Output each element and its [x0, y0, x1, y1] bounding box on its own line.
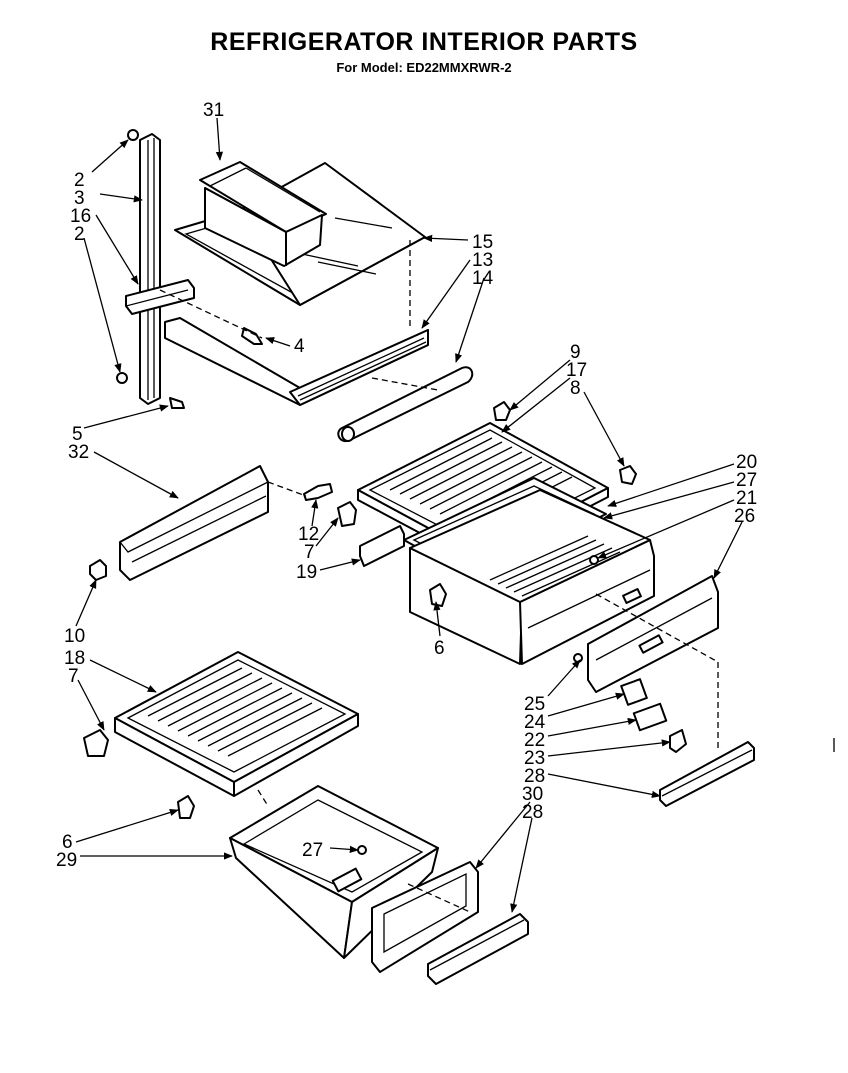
callout-13: 13	[472, 250, 493, 271]
callout-6: 6	[434, 638, 445, 659]
callout-15: 15	[472, 232, 493, 253]
lower-shelf-part	[164, 317, 429, 406]
callout-2: 2	[74, 170, 85, 191]
screw-part-21	[589, 555, 599, 565]
callout-4: 4	[294, 336, 305, 357]
callout-14: 14	[472, 268, 494, 289]
bottom-crisper-trim-part	[427, 913, 529, 985]
bottom-crisper-face-part	[371, 861, 479, 973]
callout-9: 9	[570, 342, 581, 363]
crisper-rail-part	[359, 525, 405, 567]
clip-part-8	[619, 465, 637, 485]
callout-26: 26	[734, 506, 755, 527]
model-subtitle: For Model: ED22MMXRWR-2	[336, 60, 512, 75]
callout-31: 31	[203, 100, 224, 121]
trim-tube-part	[337, 366, 474, 443]
door-bin-part	[199, 161, 327, 267]
callout-7: 7	[304, 542, 315, 563]
crisper-face-part	[587, 575, 719, 693]
callout-23: 23	[524, 748, 545, 769]
callout-32: 32	[68, 442, 89, 463]
callout-20: 20	[736, 452, 757, 473]
callout-2-lower: 2	[74, 224, 85, 245]
vertical-rail-part	[139, 133, 161, 405]
clip-part-10	[89, 559, 107, 581]
shelf-support-part-6-lower	[177, 795, 195, 819]
shelf-bracket-part	[125, 279, 195, 315]
callout-27-lower: 27	[302, 840, 323, 861]
screw-part-25	[573, 653, 583, 663]
callout-5: 5	[72, 424, 83, 445]
callout-22: 22	[524, 730, 545, 751]
clip-part-9	[493, 401, 511, 421]
callout-27: 27	[736, 470, 757, 491]
callout-29: 29	[56, 850, 77, 871]
shelf-support-part-lower	[83, 729, 109, 757]
callout-7-lower: 7	[68, 666, 79, 687]
callout-10: 10	[64, 626, 85, 647]
callout-3: 3	[74, 188, 85, 209]
callout-18: 18	[64, 648, 85, 669]
screw-part-top	[127, 129, 139, 141]
shelf-support-part-6-upper	[429, 583, 447, 607]
control-knob-part-23	[669, 729, 687, 753]
callout-30: 30	[522, 784, 543, 805]
crisper-drawer-part	[409, 489, 655, 665]
callout-6-lower: 6	[62, 832, 73, 853]
callout-24: 24	[524, 712, 546, 733]
shelf-cover-part	[119, 465, 269, 581]
callout-28-lower: 28	[522, 802, 543, 823]
callout-17: 17	[566, 360, 587, 381]
callout-16: 16	[70, 206, 91, 227]
screw-part-5	[169, 397, 185, 409]
page-title: REFRIGERATOR INTERIOR PARTS	[210, 28, 638, 56]
control-slider-part-24	[620, 678, 648, 706]
control-cover-part-22	[632, 702, 668, 732]
callout-21: 21	[736, 488, 757, 509]
screw-part-4	[241, 327, 263, 345]
callout-labels: 31 2 3 16 2 15 13 14 4 5 32 9 17 8 20 27…	[56, 100, 757, 871]
callout-12: 12	[298, 524, 319, 545]
crisper-trim-part-right	[659, 741, 755, 807]
leader-lines	[75, 117, 743, 913]
shelf-support-part-upper	[337, 501, 357, 527]
callout-28: 28	[524, 766, 545, 787]
callout-25: 25	[524, 694, 545, 715]
screw-part-lower	[116, 372, 128, 384]
screw-part-27-lower	[357, 845, 367, 855]
shelf-stud-part	[303, 483, 333, 501]
bottom-shelf-part	[114, 651, 359, 797]
callout-8: 8	[570, 378, 581, 399]
callout-19: 19	[296, 562, 317, 583]
